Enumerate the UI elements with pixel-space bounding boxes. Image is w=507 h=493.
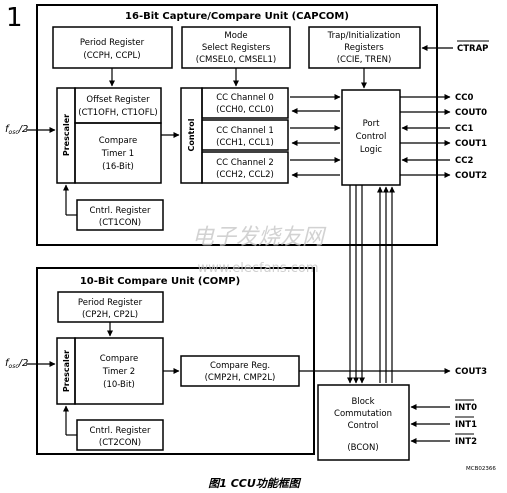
- mode-select-registers: Mode Select Registers (CMSEL0, CMSEL1): [181, 26, 291, 69]
- label: Offset Register: [86, 95, 150, 105]
- label: Prescaler: [62, 350, 71, 392]
- label: (16-Bit): [102, 162, 134, 172]
- label: Timer 1: [101, 149, 134, 159]
- label: Compare: [100, 354, 139, 364]
- cc-channel-2: CC Channel 2 (CCH2, CCL2): [201, 151, 289, 184]
- signal-cc1: CC1: [455, 124, 473, 134]
- label: Compare: [99, 136, 138, 146]
- fosc-sub: osc: [9, 129, 20, 136]
- comp-title: 10-Bit Compare Unit (COMP): [80, 276, 240, 287]
- signal-int2: INT2: [455, 437, 477, 447]
- trap-init-registers: Trap/Initialization Registers (CCIE, TRE…: [308, 26, 421, 69]
- label: Control: [356, 132, 387, 142]
- label: (CP2H, CP2L): [82, 310, 138, 320]
- comp-connections: [26, 322, 451, 436]
- label: Period Register: [80, 38, 145, 48]
- capcom-frame: [36, 4, 438, 246]
- offset-register: Offset Register (CT1OFH, CT1OFL): [74, 87, 162, 124]
- capcom-fosc-label: fosc/2: [5, 124, 28, 136]
- label: Compare Reg.: [210, 361, 270, 371]
- label: Block: [352, 397, 375, 407]
- label: Period Register: [78, 298, 143, 308]
- label: CC Channel 2: [216, 158, 274, 168]
- label: Mode: [224, 31, 247, 41]
- fosc-f: f: [5, 358, 10, 369]
- figure-caption: 图1 CCU功能框图: [208, 477, 302, 490]
- label: (CCH0, CCL0): [216, 105, 274, 115]
- comp-prescaler: Prescaler: [56, 337, 76, 405]
- compare-timer-1: Compare Timer 1 (16-Bit): [74, 122, 162, 184]
- svg-text:fosc/2: fosc/2: [5, 358, 28, 370]
- label: (CMP2H, CMP2L): [205, 373, 276, 383]
- capcom-prescaler: Prescaler: [56, 87, 76, 184]
- block-commutation-control: Block Commutation Control (BCON): [317, 384, 410, 461]
- signal-int0: INT0: [455, 403, 477, 413]
- compare-timer-2: Compare Timer 2 (10-Bit): [74, 337, 164, 405]
- figure-code: MCB02366: [466, 466, 496, 472]
- label: Logic: [360, 145, 383, 155]
- label: Timer 2: [102, 367, 135, 377]
- cc-channel-0: CC Channel 0 (CCH0, CCL0): [201, 87, 289, 119]
- label: (CMSEL0, CMSEL1): [196, 55, 276, 65]
- label: CC Channel 0: [216, 93, 274, 103]
- comp-ctrl-register: Cntrl. Register (CT2CON): [76, 419, 164, 451]
- watermark-url: www.elecfans.com: [197, 261, 318, 276]
- cc-channel-1: CC Channel 1 (CCH1, CCL1): [201, 119, 289, 151]
- svg-text:fosc/2: fosc/2: [5, 124, 28, 136]
- capcom-ctrl-register: Cntrl. Register (CT1CON): [76, 199, 164, 231]
- label: (CT1CON): [99, 218, 141, 228]
- port-control-logic: Port Control Logic: [341, 89, 401, 186]
- signal-cout3: COUT3: [455, 367, 487, 377]
- label: Commutation: [334, 409, 392, 419]
- label: Control: [187, 118, 196, 151]
- label: (CCH2, CCL2): [216, 170, 274, 180]
- fosc-div: /2: [18, 358, 29, 369]
- fosc-sub: osc: [9, 363, 20, 370]
- fosc-div: /2: [18, 124, 29, 135]
- compare-reg: Compare Reg. (CMP2H, CMP2L): [180, 355, 300, 387]
- capcom-period-register: Period Register (CCPH, CCPL): [52, 26, 173, 69]
- capcom-connections: [26, 45, 453, 384]
- label: (CCPH, CCPL): [83, 51, 140, 61]
- comp-fosc-label: fosc/2: [5, 358, 28, 370]
- label: Cntrl. Register: [90, 426, 151, 436]
- label: Select Registers: [202, 43, 271, 53]
- signal-cc0: CC0: [455, 93, 473, 103]
- label: Registers: [344, 43, 384, 53]
- label: (CT2CON): [99, 438, 141, 448]
- capcom-control: Control: [180, 87, 203, 184]
- corner-mark: 1: [6, 3, 23, 33]
- watermark-cn: 电子发烧友网: [192, 225, 327, 250]
- signal-ctrap: CTRAP: [457, 44, 488, 54]
- label: (BCON): [347, 443, 378, 453]
- comp-period-register: Period Register (CP2H, CP2L): [57, 291, 164, 323]
- label: (CCIE, TREN): [337, 55, 392, 65]
- int-connections: [410, 404, 450, 444]
- fosc-f: f: [5, 124, 10, 135]
- signal-cc2: CC2: [455, 156, 473, 166]
- capcom-title: 16-Bit Capture/Compare Unit (CAPCOM): [125, 11, 349, 22]
- label: Port: [363, 119, 381, 129]
- signal-cout2: COUT2: [455, 171, 487, 181]
- label: (10-Bit): [103, 380, 135, 390]
- comp-frame: [36, 267, 315, 455]
- label: (CCH1, CCL1): [216, 138, 274, 148]
- signal-cout1: COUT1: [455, 139, 487, 149]
- signal-int1: INT1: [455, 420, 477, 430]
- signal-cout0: COUT0: [455, 108, 487, 118]
- label: (CT1OFH, CT1OFL): [78, 108, 157, 118]
- label: CC Channel 1: [216, 126, 274, 136]
- label: Cntrl. Register: [90, 206, 151, 216]
- label: Trap/Initialization: [327, 31, 401, 41]
- label: Control: [348, 421, 379, 431]
- label: Prescaler: [62, 114, 71, 156]
